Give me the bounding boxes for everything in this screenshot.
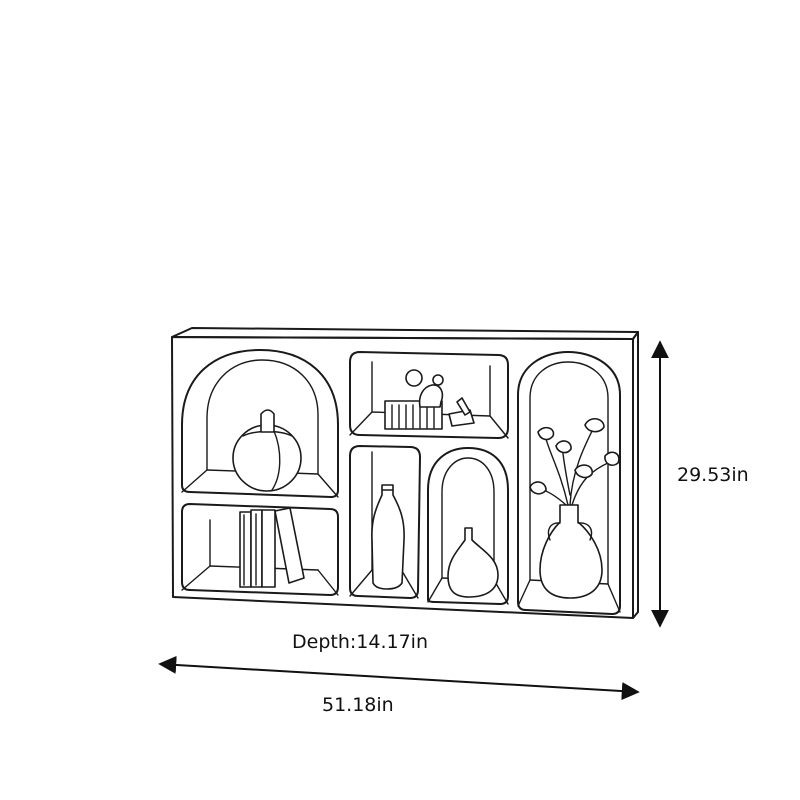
width-dimension: 51.18in — [158, 655, 640, 716]
flower-vase-illustration — [529, 418, 620, 599]
bottle-vase-illustration — [371, 484, 405, 590]
pumpkin-vase-illustration — [232, 409, 302, 492]
height-label: 29.53in — [677, 464, 749, 486]
width-label: 51.18in — [322, 694, 394, 716]
height-dimension: 29.53in — [651, 340, 749, 628]
books-illustration — [239, 507, 305, 588]
width-arrow — [158, 655, 640, 701]
sculpture-illustration — [384, 369, 475, 430]
shelf-side-face — [632, 331, 639, 619]
gourd-vase-illustration — [447, 527, 499, 598]
depth-label: Depth:14.17in — [292, 631, 428, 653]
shelf-unit — [171, 327, 639, 619]
